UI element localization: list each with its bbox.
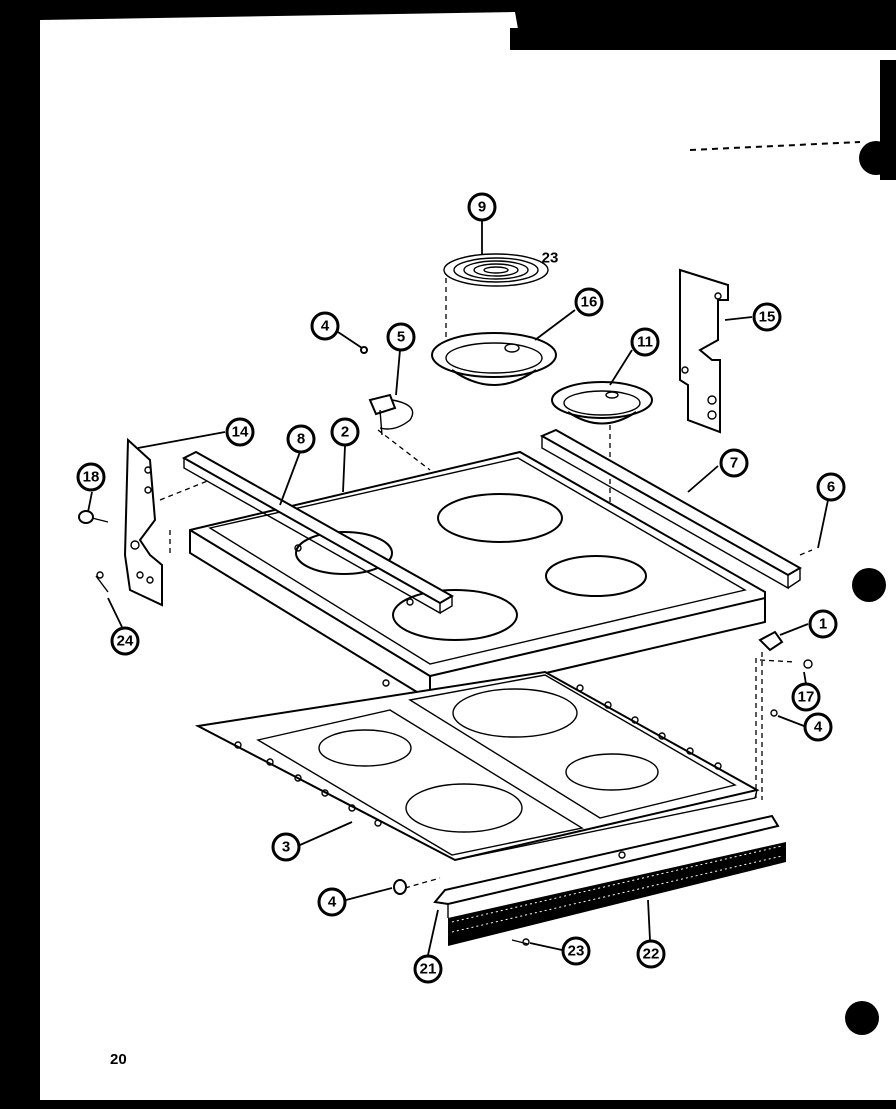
scan-smudge-top [510, 28, 896, 50]
svg-text:4: 4 [328, 894, 337, 911]
svg-text:24: 24 [117, 633, 134, 650]
svg-text:18: 18 [83, 469, 100, 486]
callout-6: 6 [816, 472, 846, 502]
svg-text:4: 4 [321, 318, 330, 335]
callout-11: 11 [630, 327, 660, 357]
svg-text:8: 8 [297, 431, 305, 448]
callout-4-terminal-screw: 4 [310, 311, 340, 341]
front-trim-and-grille [393, 814, 786, 946]
side-bracket-right [679, 268, 729, 434]
svg-text:15: 15 [759, 309, 776, 326]
callout-3: 3 [271, 832, 301, 862]
callout-21: 21 [413, 954, 443, 984]
callout-14: 14 [225, 417, 255, 447]
svg-text:2: 2 [341, 424, 349, 441]
svg-text:11: 11 [637, 334, 653, 351]
callout-16: 16 [574, 287, 604, 317]
svg-text:6: 6 [827, 479, 835, 496]
svg-text:3: 3 [282, 839, 290, 856]
drip-bowl-large [431, 332, 557, 386]
svg-text:17: 17 [798, 689, 815, 706]
svg-text:16: 16 [581, 294, 598, 311]
svg-text:1: 1 [819, 616, 827, 633]
burner-box [194, 670, 760, 862]
svg-text:5: 5 [397, 329, 405, 346]
main-cooktop [189, 450, 766, 702]
binder-hole-top [859, 141, 893, 175]
svg-text:21: 21 [420, 961, 437, 978]
callout-22: 22 [636, 939, 666, 969]
callout-15: 15 [752, 302, 782, 332]
callout-7: 7 [719, 448, 749, 478]
trim-strip-left [181, 450, 455, 615]
callout-18: 18 [76, 462, 106, 492]
svg-text:7: 7 [730, 455, 738, 472]
svg-text:14: 14 [232, 424, 249, 441]
page-number: 20 [110, 1051, 127, 1068]
svg-text:4: 4 [814, 719, 823, 736]
callout-24: 24 [110, 626, 140, 656]
surface-element: 23 [443, 250, 559, 340]
binder-hole-bottom [845, 1001, 879, 1035]
leader-lines [87, 220, 829, 956]
callout-2: 2 [330, 417, 360, 447]
callout-1: 1 [808, 609, 838, 639]
side-bracket-left [78, 437, 211, 607]
svg-text:23: 23 [568, 943, 585, 960]
binder-hole-middle [852, 568, 886, 602]
callout-17: 17 [791, 682, 821, 712]
drip-bowl-small [551, 381, 653, 560]
callout-4-front-screw: 4 [317, 887, 347, 917]
svg-text:22: 22 [643, 946, 660, 963]
svg-text:9: 9 [478, 199, 486, 216]
trim-strip-rear [539, 428, 813, 590]
callout-23: 23 [561, 936, 591, 966]
terminal-block [360, 346, 431, 471]
hinge-and-screws [755, 630, 813, 800]
callout-5: 5 [386, 322, 416, 352]
callout-4-hinge-screw: 4 [803, 712, 833, 742]
element-label-text: 23 [542, 250, 559, 267]
callout-9: 9 [467, 192, 497, 222]
callout-8: 8 [286, 424, 316, 454]
